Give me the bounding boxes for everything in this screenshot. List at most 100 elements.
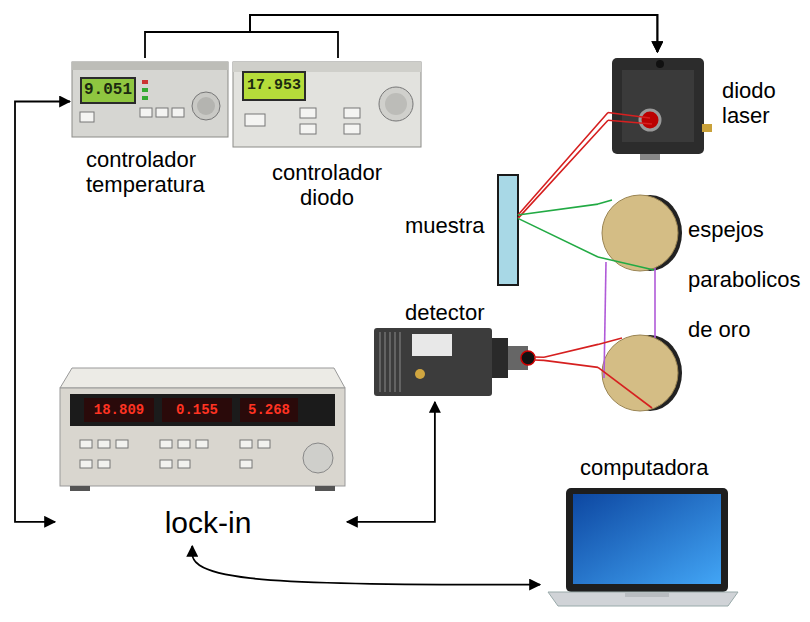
lock-in-amplifier-illustration-part — [116, 440, 128, 448]
detector-illustration-part — [492, 338, 508, 378]
parabolic-mirrors-illustration-part — [598, 367, 652, 408]
temperature-controller-illustration-part — [156, 108, 168, 117]
detector-illustration-part — [390, 332, 391, 392]
diode-controller-illustration-part — [300, 108, 316, 118]
lock-in-amplifier-illustration-part — [196, 440, 208, 448]
lock-in-amplifier-illustration-part — [315, 486, 335, 491]
display-readout: 5.268 — [240, 398, 298, 422]
laptop-illustration-part — [566, 488, 728, 592]
device-label: detector — [405, 300, 495, 325]
data-cable — [192, 546, 540, 585]
reflected-beam — [518, 204, 598, 257]
lock-in-amplifier-illustration-part — [80, 460, 92, 468]
lock-in-amplifier-illustration — [60, 368, 345, 491]
device-label: computadora — [580, 455, 725, 480]
lock-in-amplifier-illustration-part — [84, 398, 154, 422]
focused-beam — [544, 344, 598, 367]
device-node: detector — [368, 298, 544, 402]
parabolic-mirrors-illustration-part — [604, 262, 606, 378]
lock-in-amplifier-illustration-part — [160, 460, 172, 468]
device-label: controlador temperatura — [86, 147, 226, 197]
detector-illustration-part — [380, 332, 381, 392]
laptop-illustration-part — [625, 593, 669, 597]
lock-in-amplifier-illustration-part — [240, 460, 252, 468]
detector-illustration-part — [395, 332, 396, 392]
device-node: muestra — [400, 172, 518, 288]
detector-illustration-part — [415, 369, 425, 379]
sample-slab-part — [498, 175, 518, 285]
parabolic-mirrors-illustration-part — [598, 338, 622, 344]
sample-slab — [498, 175, 518, 285]
lock-in-amplifier-illustration-part — [80, 440, 92, 448]
detector-illustration-part — [534, 359, 544, 361]
device-label: muestra — [405, 213, 495, 238]
temperature-controller-illustration-part — [72, 62, 228, 70]
laser-diode-illustration-part — [656, 60, 664, 68]
temperature-controller-illustration-part — [172, 108, 184, 117]
diode-controller-illustration-part — [385, 93, 407, 115]
temperature-controller-illustration-part — [142, 96, 148, 100]
lock-in-amplifier-illustration-part — [240, 440, 252, 448]
diode-controller-illustration-part — [233, 62, 421, 72]
temperature-controller-illustration-part — [80, 77, 136, 104]
temperature-controller-illustration-part — [192, 92, 220, 120]
parabolic-mirrors-illustration-part — [598, 200, 612, 204]
laser-beam — [518, 113, 608, 219]
laser-diode-illustration-part — [640, 154, 660, 160]
laser-diode-illustration — [608, 58, 712, 160]
lock-in-amplifier-illustration-part — [258, 440, 270, 448]
detector-illustration-part — [412, 334, 452, 356]
temperature-controller-illustration-part — [142, 88, 148, 92]
detector-illustration-part — [534, 356, 544, 358]
laser-diode-illustration-part — [612, 58, 704, 154]
temperature-controller-illustration-part — [80, 112, 94, 122]
laser-diode-illustration-part — [702, 124, 712, 132]
device-label: espejos parabolicos de oro — [688, 205, 806, 355]
laser-diode-illustration-part — [622, 70, 694, 142]
lock-in-amplifier-illustration-part — [70, 486, 90, 491]
laptop-illustration — [548, 488, 738, 606]
control-wire — [145, 15, 657, 58]
lock-in-amplifier-illustration-part — [240, 398, 298, 422]
parabolic-mirrors-illustration-part — [598, 257, 654, 270]
laser-diode-illustration-part — [608, 120, 652, 124]
lock-in-amplifier-illustration-part — [98, 440, 110, 448]
parabolic-mirrors-illustration-part — [654, 268, 656, 338]
device-label: lock-in — [148, 505, 268, 540]
temperature-controller-illustration-part — [140, 108, 152, 117]
temperature-controller-illustration-part — [82, 79, 134, 102]
control-wire — [250, 15, 657, 58]
parabolic-mirrors-illustration-part — [602, 195, 678, 271]
device-node: controlador temperatura — [70, 58, 230, 203]
device-node: espejos parabolicos de oro — [598, 188, 808, 418]
diode-controller-illustration-part — [245, 114, 265, 126]
diode-controller-illustration-part — [242, 71, 306, 101]
diode-controller-illustration-part — [344, 124, 360, 134]
signal-cable — [15, 102, 70, 522]
display-readout: 0.155 — [162, 398, 232, 422]
device-label: controlador diodo — [262, 160, 392, 210]
parabolic-mirrors-illustration — [598, 195, 682, 411]
lock-in-amplifier-illustration-part — [160, 440, 172, 448]
lock-in-amplifier-illustration-part — [178, 460, 190, 468]
diode-controller-illustration — [233, 62, 421, 147]
temperature-controller-illustration-part — [72, 62, 228, 137]
device-node: diodo laser — [608, 52, 798, 162]
temperature-controller-illustration-part — [197, 97, 215, 115]
lock-in-amplifier-illustration-part — [98, 460, 110, 468]
lock-in-amplifier-illustration-part — [60, 388, 345, 486]
device-node: computadora — [540, 452, 740, 608]
signal-cable — [347, 402, 435, 522]
laptop-illustration-part — [573, 494, 721, 584]
detector-illustration-part — [385, 332, 386, 392]
lock-in-amplifier-illustration-part — [70, 394, 335, 426]
detector-illustration — [374, 328, 544, 396]
lock-in-amplifier-illustration-part — [162, 398, 232, 422]
device-label: diodo laser — [722, 78, 797, 128]
temperature-controller-illustration-part — [142, 80, 148, 84]
display-readout: 9.051 — [82, 79, 134, 102]
diode-controller-illustration-part — [244, 73, 304, 99]
detector-illustration-part — [374, 328, 492, 396]
